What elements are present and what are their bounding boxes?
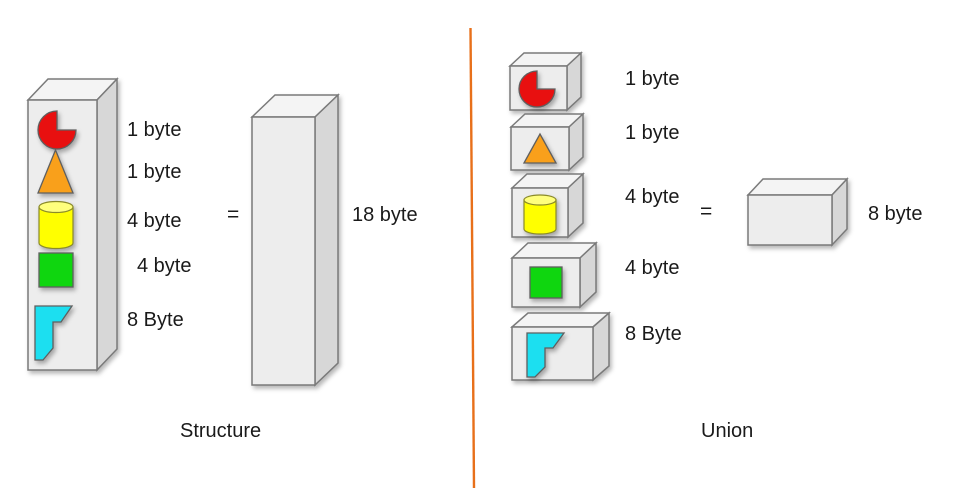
pacman-icon xyxy=(518,70,556,108)
union-total-label: 8 byte xyxy=(868,203,923,225)
union-caption: Union xyxy=(701,420,754,442)
union-size-label-2: 1 byte xyxy=(625,122,680,144)
structure-size-label-1: 1 byte xyxy=(127,119,182,141)
union-size-label-3: 4 byte xyxy=(625,186,680,208)
structure-size-label-4: 4 byte xyxy=(137,255,192,277)
arrow-icon xyxy=(526,332,566,378)
box-front-face xyxy=(251,116,316,386)
union-size-label-5: 8 Byte xyxy=(625,323,682,345)
union-size-label-4: 4 byte xyxy=(625,257,680,279)
union-size-label-1: 1 byte xyxy=(625,68,680,90)
structure-total-box xyxy=(250,93,340,387)
box-side-face xyxy=(96,77,118,372)
structure-size-label-5: 8 Byte xyxy=(127,309,184,331)
square-icon xyxy=(529,266,563,299)
pacman-icon xyxy=(37,110,77,150)
divider-line xyxy=(469,27,476,489)
box-top-face xyxy=(746,178,849,196)
structure-equals-sign: = xyxy=(227,203,240,226)
arrow-icon xyxy=(34,305,74,361)
cylinder-top xyxy=(523,194,557,206)
structure-total-label: 18 byte xyxy=(352,204,418,226)
cylinder-body xyxy=(38,206,74,250)
structure-size-label-2: 1 byte xyxy=(127,161,182,183)
square-icon xyxy=(38,252,74,288)
box-side-face xyxy=(314,93,339,387)
cylinder-body xyxy=(523,199,557,235)
cylinder-icon xyxy=(38,200,74,250)
box-front-face xyxy=(747,194,833,246)
triangle-icon xyxy=(522,132,558,164)
structure-caption: Structure xyxy=(180,420,262,442)
cylinder-top xyxy=(38,200,74,214)
union-total-box xyxy=(746,177,849,247)
cylinder-icon xyxy=(523,194,557,235)
union-equals-sign: = xyxy=(700,200,713,223)
structure-size-label-3: 4 byte xyxy=(127,210,182,232)
triangle-icon xyxy=(37,148,74,194)
union-cube-square xyxy=(510,241,598,309)
